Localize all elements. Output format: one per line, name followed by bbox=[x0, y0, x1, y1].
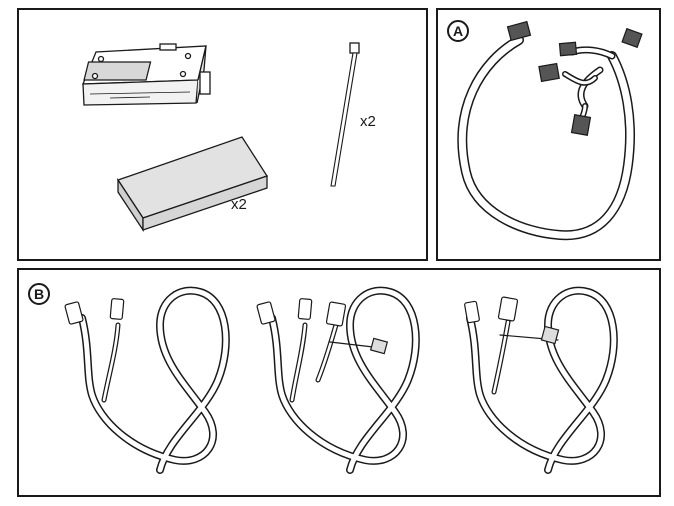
kit-contents-panel bbox=[17, 8, 428, 261]
harness-a-panel bbox=[436, 8, 661, 261]
cable-tie-quantity: x2 bbox=[360, 113, 376, 130]
foam-pad-quantity: x2 bbox=[231, 196, 247, 213]
harness-b-panel bbox=[17, 268, 661, 497]
panel-b-badge: B bbox=[28, 283, 50, 305]
panel-a-badge: A bbox=[447, 20, 469, 42]
